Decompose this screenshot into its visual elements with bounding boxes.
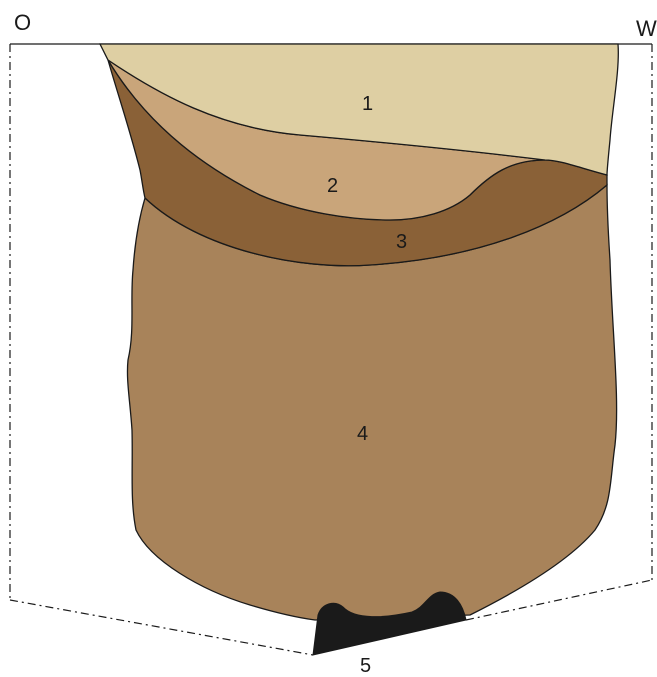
direction-label-west: O (14, 10, 31, 35)
layer-5-label: 5 (360, 655, 371, 677)
layer-3-label: 3 (396, 231, 407, 253)
layer-1-label: 1 (362, 93, 373, 115)
layer-2-label: 2 (327, 175, 338, 197)
direction-label-east: W (636, 16, 657, 41)
layer-4-label: 4 (357, 423, 368, 445)
